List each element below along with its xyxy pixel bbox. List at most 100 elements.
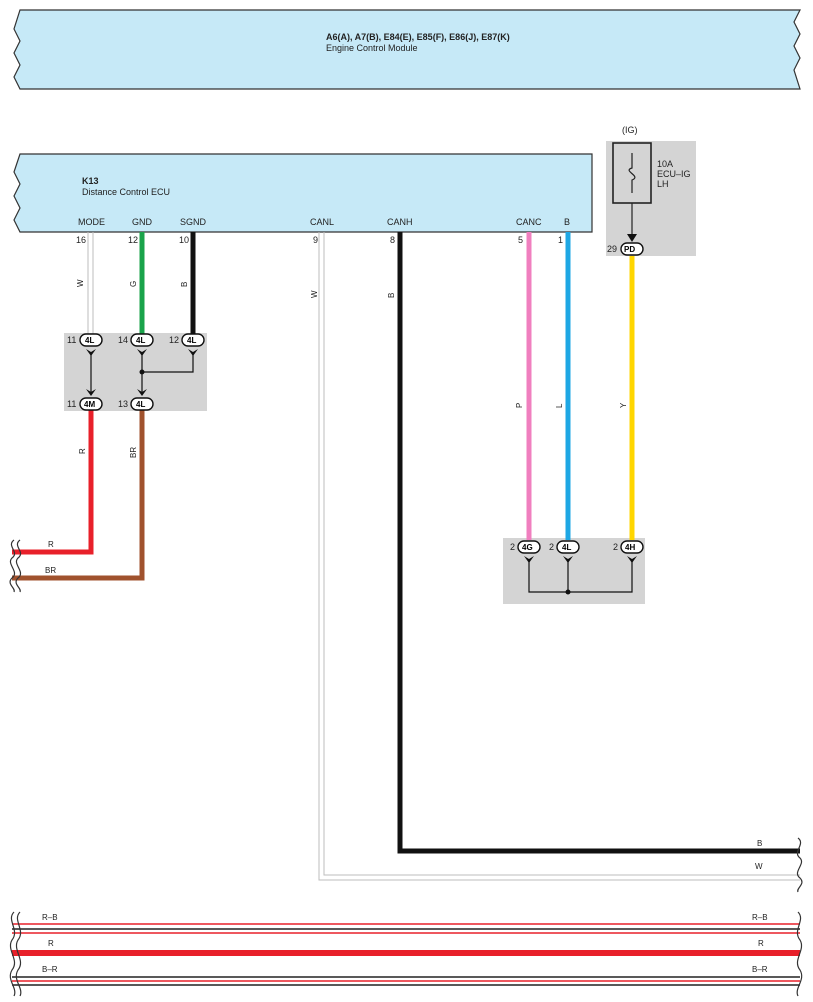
wire-label: B [180,282,189,287]
engine-control-module: A6(A), A7(B), E84(E), E85(F), E86(J), E8… [13,9,801,90]
pin-number-canh: 8 [390,235,395,245]
connector-oval [181,333,205,347]
wire-label: R [78,448,87,454]
splice-dot [139,369,145,375]
connector-id: 4H [625,543,635,552]
bottom-bus-r: R R [12,939,800,956]
terminal-name-b: B [564,217,570,227]
ecu-name: Distance Control ECU [82,187,170,197]
connector-pin: 13 [118,399,128,409]
fuse-name-line2: LH [657,179,669,189]
wire-mode-white [87,232,94,334]
pin-number-mode: 16 [76,235,86,245]
pin-number-gnd: 12 [128,235,138,245]
terminal-name-mode: MODE [78,217,105,227]
terminal-name-sgnd: SGND [180,217,207,227]
terminal-name-canc: CANC [516,217,542,227]
connector-pin: 2 [549,542,554,552]
wire-canl-white [318,232,800,881]
wire-label: P [515,403,524,408]
bottom-bus-rb: R–B R–B [12,913,800,934]
connector-id: 4M [84,400,95,409]
connector-pin: 14 [118,335,128,345]
exit-label-left: R [48,540,54,549]
exit-label-right: W [755,862,763,871]
distance-control-ecu: K13 Distance Control ECU MODE GND SGND C… [13,153,593,245]
terminal-name-gnd: GND [132,217,153,227]
exit-label-right: B [757,839,762,848]
wire-canh-black [397,232,800,854]
bus-label-right: B–R [752,965,768,974]
bus-label-left: R [48,939,54,948]
bus-label-right: R–B [752,913,768,922]
fuse-icon [628,153,636,193]
fuse-arrow-icon [627,234,637,242]
connector-pin: 2 [510,542,515,552]
exit-label-left: BR [45,566,56,575]
bottom-bus-br: B–R B–R [12,965,800,986]
connector-oval [517,540,541,554]
connector-pin: 12 [169,335,179,345]
fuse-connector-id: PD [624,245,635,254]
break-mark [9,539,16,593]
bus-label-right: R [758,939,764,948]
break-mark [15,911,22,997]
pin-number-canl: 9 [313,235,318,245]
connector-oval [130,333,154,347]
connector-oval [79,333,103,347]
connector-id: 4L [136,400,145,409]
ecm-box [13,9,801,90]
splice-dot [565,589,571,595]
connector-id: 4L [136,336,145,345]
connector-pin: 2 [613,542,618,552]
wire-label: W [76,279,85,287]
connector-pin: 11 [67,399,76,409]
right-exits: B W [755,837,803,893]
fuse-rating: 10A [657,159,673,169]
fuse-name-line1: ECU–IG [657,169,691,179]
connector-oval [79,397,103,411]
wire-label: L [555,403,564,408]
break-mark [9,911,16,997]
wire-labels: W G B W B P L Y R BR [76,279,628,458]
junction-right-connectors: 4G 2 4L 2 4H 2 [510,540,644,595]
ecu-id: K13 [82,176,99,186]
connector-id: 4L [187,336,196,345]
connector-id: 4G [522,543,533,552]
terminal-name-canl: CANL [310,217,334,227]
connector-id: 4L [85,336,94,345]
connector-pin: 11 [67,335,76,345]
ecu-box [13,153,593,233]
wire-label: Y [619,402,628,408]
break-mark [796,837,803,893]
fuse-pin-number: 29 [607,244,617,254]
junction-left-connectors: 4L 11 4L 14 4L 12 4M 11 4L 13 [67,333,205,411]
ecm-name: Engine Control Module [326,43,418,53]
break-mark [796,911,803,997]
chevron-down-icon [86,389,96,396]
fuse-block: (IG) 10A ECU–IG LH PD 29 [606,125,696,256]
fuse-supply-label: (IG) [622,125,638,135]
wire-label: B [387,293,396,298]
connector-oval [130,397,154,411]
wire-brown-exit [12,410,145,581]
wire-red-exit [12,410,94,555]
pin-number-sgnd: 10 [179,235,189,245]
pin-number-b: 1 [558,235,563,245]
wire-label: G [129,281,138,287]
connector-id: 4L [562,543,571,552]
wire-label: W [310,290,319,298]
wire-label: BR [129,447,138,458]
ecm-connectors: A6(A), A7(B), E84(E), E85(F), E86(J), E8… [326,32,510,42]
pin-number-canc: 5 [518,235,523,245]
connector-oval [620,540,644,554]
terminal-name-canh: CANH [387,217,413,227]
left-exits: R BR [9,539,56,593]
bus-label-left: B–R [42,965,58,974]
bus-label-left: R–B [42,913,58,922]
chevron-down-icon [137,389,147,396]
fuse-connector-oval [620,242,644,256]
connector-oval [556,540,580,554]
break-mark [15,539,22,593]
